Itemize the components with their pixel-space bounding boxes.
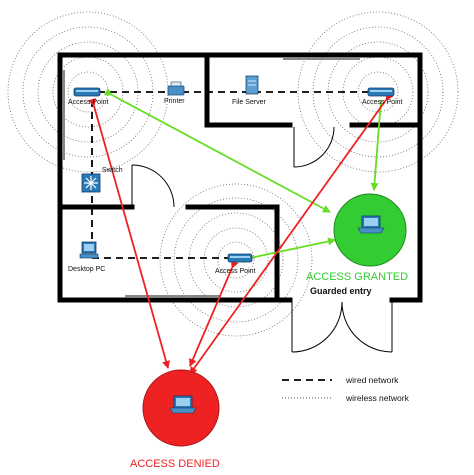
access-point-label: Access Point	[68, 99, 109, 106]
laptop-icon	[357, 215, 385, 234]
desktop-pc: Desktop PC	[68, 241, 105, 273]
access-point-top-left: Access Point	[68, 87, 109, 106]
guarded-entry-label: Guarded entry	[310, 286, 372, 296]
access-point-icon	[73, 87, 101, 97]
access-point-icon	[227, 253, 253, 263]
access-granted-label: ACCESS GRANTED	[306, 271, 408, 283]
legend-wired-label: wired network	[345, 375, 399, 385]
printer: Printer	[164, 81, 185, 105]
access-point-label: Access Point	[215, 268, 256, 275]
server-icon	[245, 75, 259, 95]
switch: Switch	[81, 167, 123, 193]
file-server: File Server	[232, 75, 267, 106]
legend-wireless-label: wireless network	[345, 393, 410, 403]
access-denied-label: ACCESS DENIED	[130, 458, 220, 470]
wired-links	[91, 91, 368, 259]
switch-icon	[81, 173, 101, 193]
windows	[63, 58, 360, 297]
switch-label: Switch	[102, 167, 123, 174]
printer-label: Printer	[164, 98, 185, 105]
access-point-top-right: Access Point	[362, 87, 403, 106]
access-point-label: Access Point	[362, 99, 403, 106]
door-guarded-entry	[291, 300, 393, 353]
desktop-pc-label: Desktop PC	[68, 266, 105, 273]
granted-client	[333, 193, 407, 267]
denied-links	[88, 91, 394, 375]
file-server-label: File Server	[232, 99, 267, 106]
laptop-icon	[169, 395, 197, 414]
access-point-icon	[367, 87, 395, 97]
denied-client	[142, 369, 220, 447]
access-point-bottom: Access Point	[215, 253, 256, 275]
legend: wired network wireless network	[282, 375, 410, 403]
door-switch-room	[131, 164, 175, 208]
printer-icon	[167, 81, 185, 96]
desktop-pc-icon	[79, 241, 99, 259]
